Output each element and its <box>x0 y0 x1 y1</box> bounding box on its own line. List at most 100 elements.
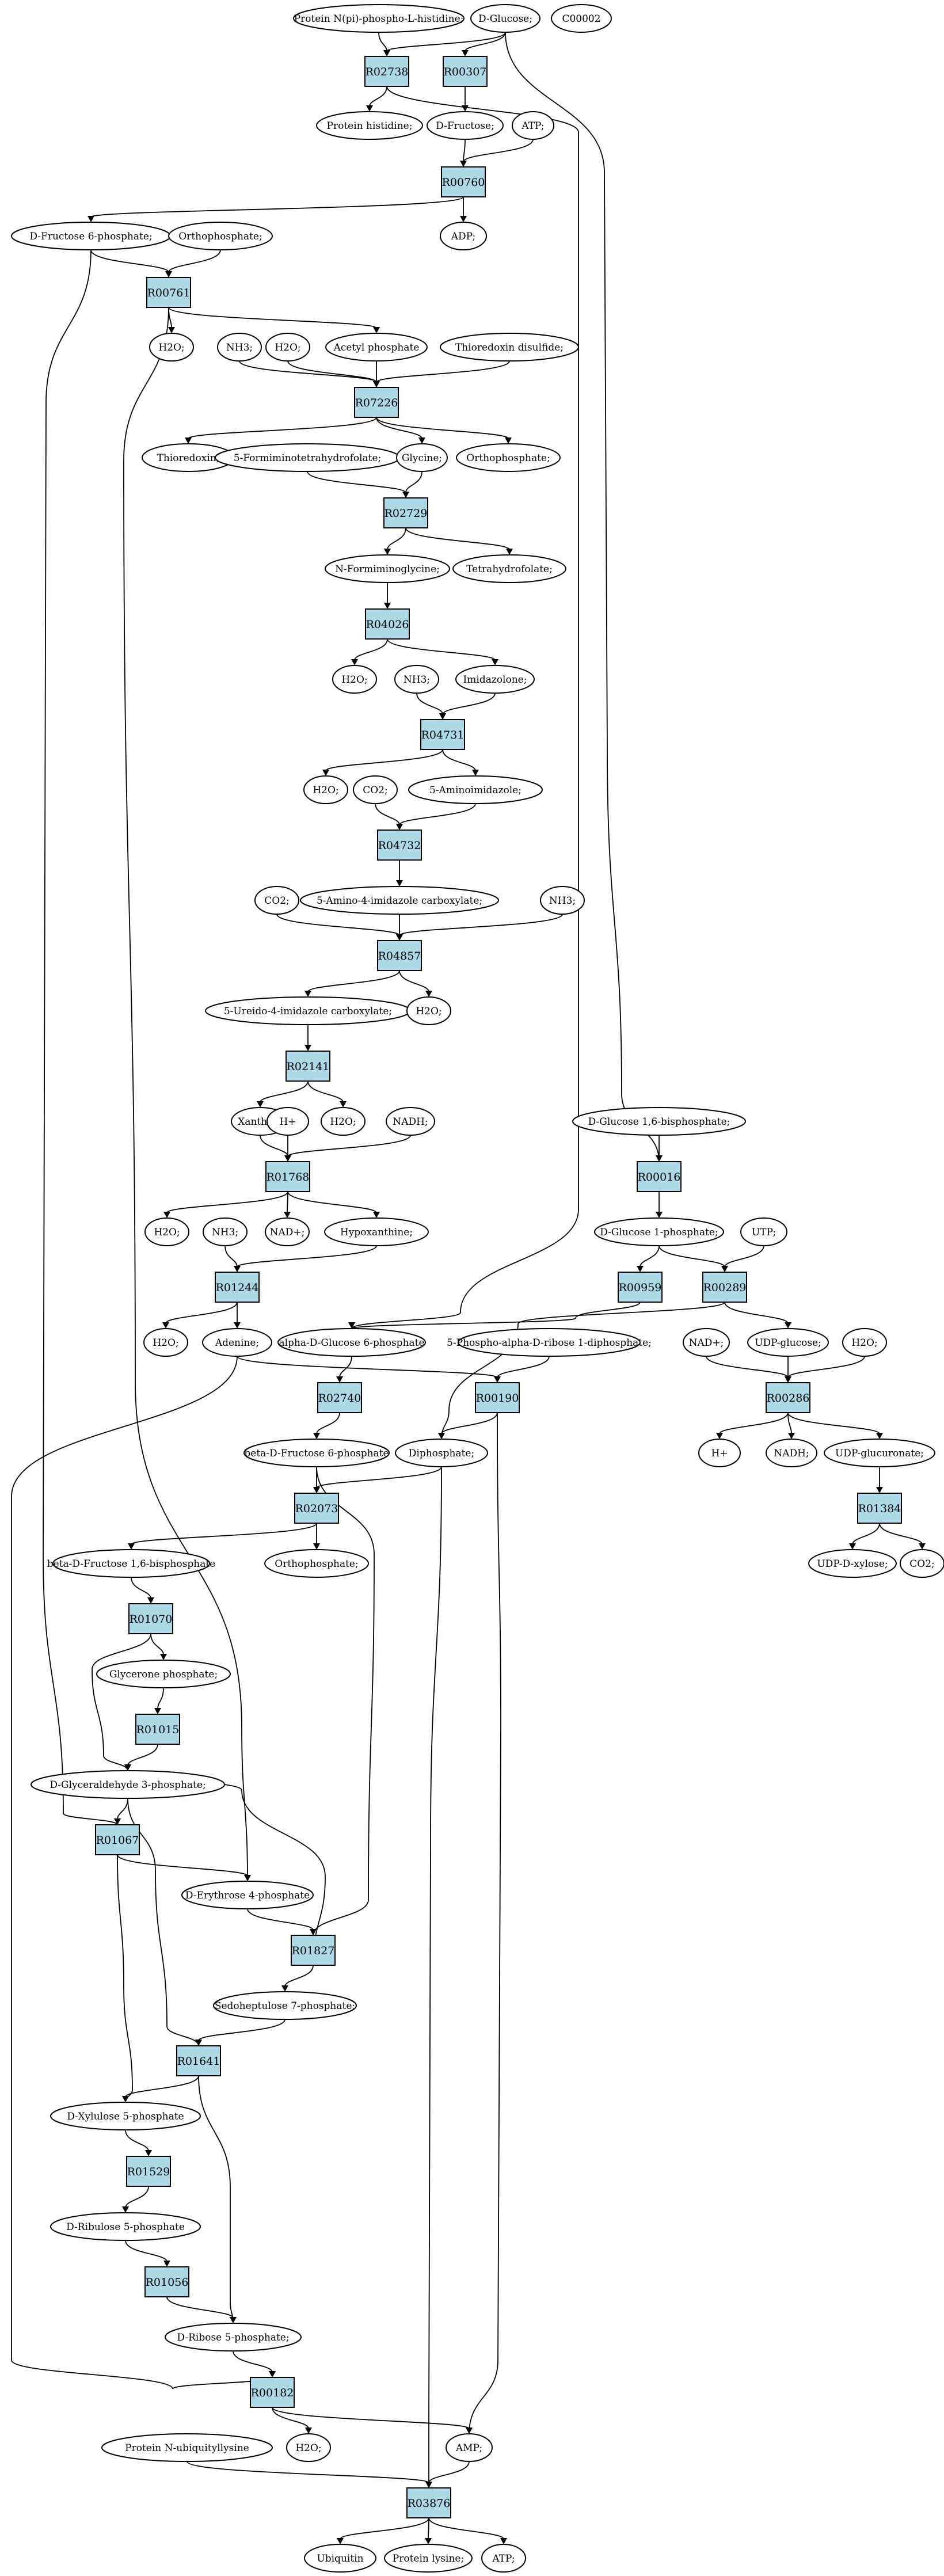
reaction-r02141[interactable]: R02141 <box>286 1051 330 1082</box>
metabolite-nadh-2[interactable]: NADH; <box>766 1439 817 1467</box>
metabolite-h-plus-1[interactable]: H+ <box>267 1107 309 1136</box>
metabolite-d-erythrose-4p[interactable]: D-Erythrose 4-phosphate <box>181 1881 314 1909</box>
metabolite-d-glyceraldehyde-3p[interactable]: D-Glyceraldehyde 3-phosphate; <box>31 1770 225 1799</box>
reaction-r04026[interactable]: R04026 <box>365 608 410 640</box>
reaction-r01015[interactable]: R01015 <box>135 1714 180 1745</box>
metabolite-ureido-imidazole-carboxylate[interactable]: 5-Ureido-4-imidazole carboxylate; <box>205 996 411 1025</box>
metabolite-thioredoxin[interactable]: Thioredoxin; <box>142 443 235 472</box>
metabolite-thioredoxin-disulfide[interactable]: Thioredoxin disulfide; <box>440 333 579 362</box>
metabolite-nh3-4[interactable]: NH3; <box>203 1217 248 1246</box>
metabolite-h2o-4[interactable]: H2O; <box>303 775 348 804</box>
metabolite-nad-1[interactable]: NAD+; <box>265 1217 310 1246</box>
metabolite-nad-2[interactable]: NAD+; <box>683 1328 730 1357</box>
metabolite-c00002[interactable]: C00002 <box>551 4 612 33</box>
metabolite-alpha-d-glucose-6p[interactable]: alpha-D-Glucose 6-phosphate <box>277 1328 426 1357</box>
reaction-r01641[interactable]: R01641 <box>176 2045 221 2076</box>
metabolite-beta-d-fructose-16bp[interactable]: beta-D-Fructose 1,6-bisphosphate <box>47 1549 215 1578</box>
reaction-r07226[interactable]: R07226 <box>354 387 399 418</box>
metabolite-udp-glucuronate[interactable]: UDP-glucuronate; <box>824 1439 935 1467</box>
metabolite-atp-1[interactable]: ATP; <box>512 111 554 140</box>
metabolite-glycerone-phosphate[interactable]: Glycerone phosphate; <box>96 1660 231 1688</box>
metabolite-d-glucose[interactable]: D-Glucose; <box>470 4 540 33</box>
metabolite-d-glucose-1p[interactable]: D-Glucose 1-phosphate; <box>594 1217 724 1246</box>
reaction-r03876[interactable]: R03876 <box>406 2487 451 2518</box>
metabolite-co2-1[interactable]: CO2; <box>353 775 398 804</box>
metabolite-orthophosphate-2[interactable]: Orthophosphate; <box>456 443 561 472</box>
metabolite-d-ribose-5p[interactable]: D-Ribose 5-phosphate; <box>165 2323 302 2351</box>
metabolite-h2o-7[interactable]: H2O; <box>144 1217 189 1246</box>
reaction-r01529[interactable]: R01529 <box>126 2156 171 2187</box>
metabolite-d-xylulose-5p[interactable]: D-Xylulose 5-phosphate <box>50 2102 201 2130</box>
metabolite-orthophosphate-1[interactable]: Orthophosphate; <box>168 222 273 250</box>
reaction-r01056[interactable]: R01056 <box>144 2266 189 2297</box>
metabolite-d-glucose-16bp[interactable]: D-Glucose 1,6-bisphosphate; <box>572 1107 746 1136</box>
reaction-r01244[interactable]: R01244 <box>215 1272 260 1303</box>
metabolite-h2o-3[interactable]: H2O; <box>332 665 377 694</box>
metabolite-adp[interactable]: ADP; <box>440 222 487 250</box>
metabolite-amino-imidazole-carboxylate[interactable]: 5-Amino-4-imidazole carboxylate; <box>300 886 499 915</box>
metabolite-co2-3[interactable]: CO2; <box>900 1549 944 1578</box>
metabolite-d-fructose[interactable]: D-Fructose; <box>427 111 504 140</box>
metabolite-udp-glucose[interactable]: UDP-glucose; <box>747 1328 829 1357</box>
reaction-r00289[interactable]: R00289 <box>702 1272 747 1303</box>
metabolite-utp[interactable]: UTP; <box>740 1217 787 1246</box>
reaction-r02740[interactable]: R02740 <box>317 1382 362 1413</box>
metabolite-h-plus-2[interactable]: H+ <box>698 1439 741 1467</box>
metabolite-h2o-8[interactable]: H2O; <box>143 1328 188 1357</box>
metabolite-adenine[interactable]: Adenine; <box>202 1328 272 1357</box>
metabolite-h2o-10[interactable]: H2O; <box>286 2433 331 2462</box>
metabolite-d-fructose-6p[interactable]: D-Fructose 6-phosphate; <box>11 222 171 250</box>
metabolite-udp-d-xylose[interactable]: UDP-D-xylose; <box>808 1549 897 1578</box>
metabolite-n-formiminoglycine[interactable]: N-Formiminoglycine; <box>325 554 450 583</box>
metabolite-ubiquitin[interactable]: Ubiquitin <box>304 2544 376 2573</box>
metabolite-h2o-2[interactable]: H2O; <box>265 333 310 362</box>
metabolite-h2o-5[interactable]: H2O; <box>406 996 451 1025</box>
reaction-r00190[interactable]: R00190 <box>475 1382 520 1413</box>
metabolite-protein-histidine[interactable]: Protein histidine; <box>316 111 423 140</box>
reaction-r00761[interactable]: R00761 <box>146 277 191 308</box>
reaction-r01067[interactable]: R01067 <box>95 1824 140 1855</box>
reaction-r02073[interactable]: R02073 <box>294 1493 339 1524</box>
metabolite-protein-n-ubiquityllysine[interactable]: Protein N-ubiquityllysine <box>101 2433 273 2462</box>
metabolite-tetrahydrofolate[interactable]: Tetrahydrofolate; <box>452 554 566 583</box>
metabolite-h2o-6[interactable]: H2O; <box>321 1107 366 1136</box>
metabolite-acetyl-phosphate[interactable]: Acetyl phosphate <box>325 333 428 362</box>
metabolite-co2-2[interactable]: CO2; <box>254 886 299 915</box>
reaction-r01768[interactable]: R01768 <box>265 1161 310 1192</box>
metabolite-prpp[interactable]: 5-Phospho-alpha-D-ribose 1-diphosphate; <box>447 1328 652 1357</box>
reaction-r00760[interactable]: R00760 <box>441 166 486 197</box>
reaction-r00307[interactable]: R00307 <box>443 56 488 87</box>
reaction-r04857[interactable]: R04857 <box>377 940 422 971</box>
metabolite-sedoheptulose-7p[interactable]: Sedoheptulose 7-phosphate; <box>213 1991 357 2020</box>
metabolite-aminoimidazole[interactable]: 5-Aminoimidazole; <box>408 775 543 804</box>
metabolite-h2o-1[interactable]: H2O; <box>149 333 194 362</box>
metabolite-nh3-2[interactable]: NH3; <box>394 665 439 694</box>
metabolite-hypoxanthine[interactable]: Hypoxanthine; <box>324 1217 429 1246</box>
reaction-r00016[interactable]: R00016 <box>637 1161 682 1192</box>
metabolite-imidazolone[interactable]: Imidazolone; <box>455 665 535 694</box>
metabolite-protein-lysine[interactable]: Protein lysine; <box>384 2544 473 2573</box>
reaction-r00182[interactable]: R00182 <box>250 2377 295 2408</box>
metabolite-beta-d-fructose-6p[interactable]: beta-D-Fructose 6-phosphate <box>243 1439 390 1467</box>
reaction-r02729[interactable]: R02729 <box>383 497 428 528</box>
metabolite-nadh-1[interactable]: NADH; <box>386 1107 435 1136</box>
reaction-r04732[interactable]: R04732 <box>377 830 422 861</box>
metabolite-h2o-9[interactable]: H2O; <box>842 1328 887 1357</box>
metabolite-protein-nphos-his[interactable]: Protein N(pi)-phospho-L-histidine; <box>293 4 465 33</box>
reaction-r04731[interactable]: R04731 <box>420 719 465 750</box>
reaction-r02738[interactable]: R02738 <box>364 56 409 87</box>
metabolite-amp[interactable]: AMP; <box>446 2433 493 2462</box>
reaction-r01070[interactable]: R01070 <box>128 1603 173 1634</box>
metabolite-formiminothf[interactable]: 5-Formiminotetrahydrofolate; <box>215 443 400 472</box>
metabolite-atp-2[interactable]: ATP; <box>481 2544 526 2573</box>
metabolite-orthophosphate-3[interactable]: Orthophosphate; <box>264 1549 369 1578</box>
reaction-r01384[interactable]: R01384 <box>857 1493 902 1524</box>
metabolite-d-ribulose-5p[interactable]: D-Ribulose 5-phosphate <box>50 2212 201 2241</box>
metabolite-nh3-3[interactable]: NH3; <box>540 886 585 915</box>
reaction-r01827[interactable]: R01827 <box>291 1935 336 1966</box>
metabolite-nh3-1[interactable]: NH3; <box>217 333 262 362</box>
reaction-r00959[interactable]: R00959 <box>618 1272 663 1303</box>
reaction-r00286[interactable]: R00286 <box>766 1382 810 1413</box>
metabolite-glycine[interactable]: Glycine; <box>396 443 448 472</box>
metabolite-diphosphate[interactable]: Diphosphate; <box>395 1439 488 1467</box>
